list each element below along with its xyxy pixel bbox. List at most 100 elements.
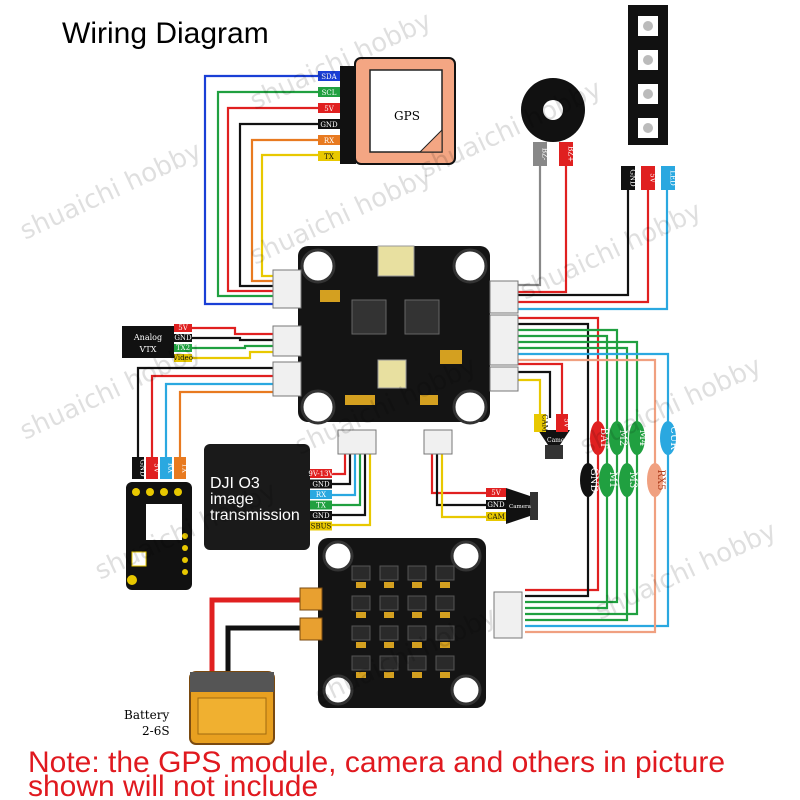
dji-pin-4: GND	[310, 511, 332, 520]
vtx-pin-3: Video	[172, 354, 193, 362]
esc-lead-m4-label: M4	[637, 430, 648, 447]
camera-top-pin-cam-label: CAM	[541, 414, 549, 432]
gps-pin-rx: RX	[318, 135, 340, 145]
led-pin-gnd-label: GND	[629, 169, 637, 187]
dji-line-2: image	[210, 491, 254, 508]
esc-lead-rx5-label: RX5	[655, 469, 666, 490]
wire-battery-neg	[225, 625, 302, 676]
dji-pin-0: 9V-13V	[308, 469, 335, 478]
wire-esc-m4	[515, 340, 639, 616]
flight-controller	[272, 245, 519, 455]
esc-lead-bat: BAT	[590, 421, 609, 455]
camera-top: Camera CAM 5V	[534, 414, 571, 459]
esc-board	[299, 538, 523, 708]
dji-pin-1: GND	[310, 479, 332, 489]
battery: Battery 2-6S	[124, 671, 275, 745]
gps-pin-scl: SCL	[318, 87, 340, 97]
rx-pin-1-label: 5V	[153, 463, 161, 473]
esc-lead-m3-label: M3	[627, 472, 638, 489]
rx-pin-3: TX	[174, 457, 189, 479]
dji-pin-2-label: RX	[316, 491, 326, 499]
gps-pin-5v: 5V	[318, 103, 340, 113]
camera-top-pin-cam: CAM	[534, 414, 549, 432]
buzzer-pin-plus-label: BZ+	[567, 146, 575, 162]
wire-vtx-5v	[190, 326, 275, 336]
led-pin-led-label: LED	[669, 170, 677, 186]
gps-pin-rx-label: RX	[324, 137, 334, 145]
vtx-pin-0: 5V	[174, 324, 192, 332]
vtx-pin-2-label: TX2	[176, 344, 190, 352]
dji-pin-2: RX	[310, 490, 332, 499]
vtx-pin-1: GND	[174, 334, 192, 342]
buzzer-pin-minus-label: BZ-	[541, 148, 549, 161]
wire-buzzer-minus	[515, 165, 542, 287]
camera-mid-pin-1-label: GND	[487, 501, 505, 509]
gps-pin-sda: SDA	[318, 71, 340, 81]
gps-pin-tx-label: TX	[324, 153, 334, 161]
watermark: shuaichi hobby	[15, 136, 206, 246]
camera-mid-pin-1: GND	[486, 500, 506, 509]
gps-label: GPS	[394, 109, 420, 123]
wire-gps-5v	[226, 106, 338, 293]
wire-rx-rx	[164, 382, 275, 458]
camera-mid-pin-0: 5V	[486, 488, 506, 497]
camera-mid: Camera 5V GND CAM	[486, 488, 538, 524]
led-pin-led: LED	[661, 166, 677, 190]
led-pin-5v-label: 5V	[649, 173, 657, 183]
dji-line-3: transmission	[210, 507, 300, 524]
led-pin-gnd: GND	[621, 166, 637, 190]
watermark: shuaichi hobby	[515, 196, 706, 306]
wire-cam1-gnd	[515, 370, 552, 418]
camera-top-pin-5v-label: 5V	[563, 418, 571, 428]
wire-cam2-cam	[440, 452, 490, 519]
wire-dji-gnd1	[308, 452, 352, 486]
esc-lead-m3: M3	[619, 463, 638, 497]
dji-pin-0-label: 9V-13V	[308, 470, 334, 478]
wire-cam2-gnd	[435, 452, 490, 507]
gps-pin-gnd: GND	[318, 119, 340, 129]
camera-mid-pin-2: CAM	[486, 512, 506, 521]
wire-cam1-5v	[515, 362, 564, 418]
wire-buzzer-plus	[515, 165, 568, 294]
esc-lead-m1: M1	[599, 463, 618, 497]
gps-pin-sda-label: SDA	[321, 73, 337, 81]
wire-led-gnd	[515, 190, 630, 297]
gps-pin-tx: TX	[318, 151, 340, 161]
led-strip: GND 5V LED	[621, 5, 677, 190]
dji-pin-3: TX	[310, 500, 332, 510]
rx-pin-0: GND	[132, 457, 147, 479]
wire-esc-m2	[515, 328, 619, 604]
wire-esc-cur	[515, 352, 670, 628]
dji-pin-3-label: TX	[316, 502, 326, 510]
wire-battery-pos	[209, 597, 302, 676]
buzzer-pin-plus: BZ+	[559, 142, 575, 166]
gps-pin-scl-label: SCL	[322, 89, 337, 97]
led-pin-5v: 5V	[641, 166, 657, 190]
wire-rx-tx	[178, 390, 275, 458]
camera-mid-pin-0-label: 5V	[491, 489, 501, 497]
wire-cam2-5v	[430, 452, 490, 495]
wire-gps-scl	[216, 90, 338, 298]
analog-vtx-label-2: VTX	[139, 345, 157, 354]
wire-vtx-tx2	[190, 344, 275, 350]
vtx-pin-1-label: GND	[174, 334, 192, 342]
dji-o3-module: DJI O3 image transmission 9V-13VGNDRXTXG…	[204, 444, 335, 550]
camera-mid-pin-2-label: CAM	[487, 513, 505, 521]
dji-line-1: DJI O3	[210, 475, 260, 492]
buzzer-pin-minus: BZ-	[533, 142, 549, 166]
note-line-2: shown will not include	[28, 770, 318, 800]
camera-mid-label: Camera	[509, 504, 532, 510]
rx-pin-2: RX	[160, 457, 175, 479]
wire-gps-tx	[260, 153, 338, 278]
camera-top-label: Camera	[547, 437, 571, 444]
gps-pin-5v-label: 5V	[324, 105, 334, 113]
esc-lead-m1-label: M1	[607, 472, 618, 489]
wire-led-5v	[515, 190, 650, 304]
dji-pin-5: SBUS	[310, 521, 332, 531]
dji-pin-1-label: GND	[312, 481, 330, 489]
wire-gps-rx	[250, 138, 338, 283]
esc-lead-gnd-label: GND	[588, 468, 599, 493]
